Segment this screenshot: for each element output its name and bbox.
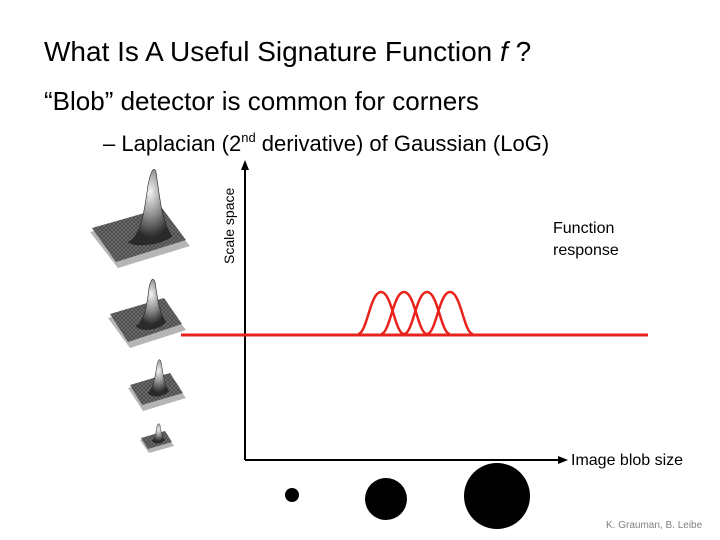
response-curve-3 — [403, 290, 451, 336]
response-curve-2 — [380, 290, 428, 336]
log-surface-tiny — [140, 423, 174, 453]
blob-large — [464, 463, 530, 529]
log-surface-medium — [108, 279, 186, 348]
x-axis — [245, 456, 568, 464]
y-axis — [241, 160, 249, 460]
log-surface-small — [128, 359, 186, 411]
response-curve-1 — [357, 290, 405, 336]
response-curves — [357, 290, 474, 336]
log-surface-large — [90, 169, 190, 268]
y-axis-label: Scale space — [221, 187, 237, 264]
slide-title: What Is A Useful Signature Function f ? — [44, 36, 532, 67]
x-axis-label: Image blob size — [571, 452, 684, 469]
credit-text: K. Grauman, B. Leibe — [606, 520, 703, 531]
blob-small — [285, 488, 299, 502]
function-response-label: Function response — [553, 220, 619, 259]
bullet-laplacian-of-gaussian: – Laplacian (2nd derivative) of Gaussian… — [103, 130, 550, 156]
blob-medium — [365, 478, 407, 520]
response-curve-4 — [426, 290, 474, 336]
title-function-f: f — [500, 36, 508, 67]
bullet-blob-detector: “Blob” detector is common for corners — [44, 86, 479, 116]
